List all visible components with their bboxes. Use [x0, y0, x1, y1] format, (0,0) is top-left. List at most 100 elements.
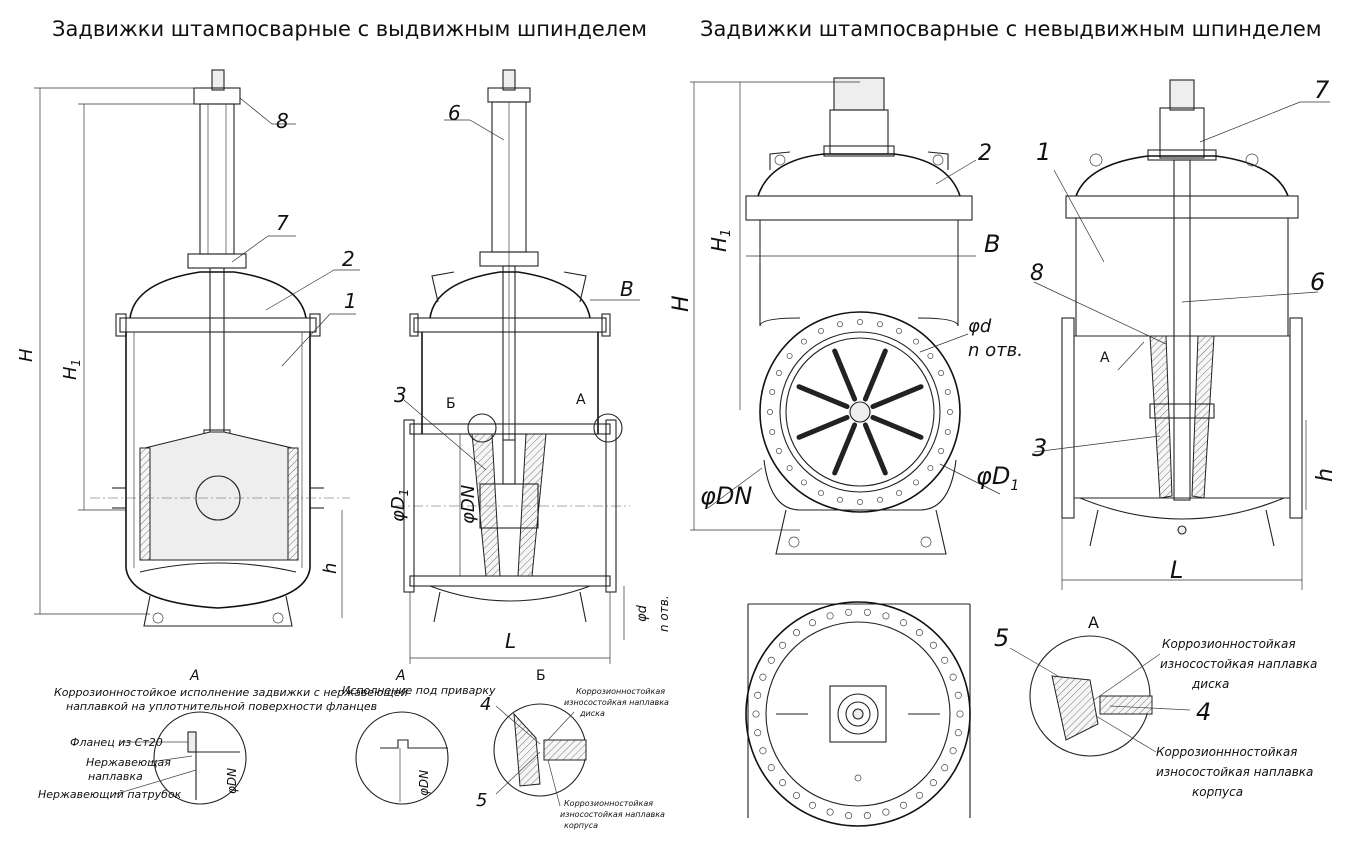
- right-side-view: [1033, 79, 1330, 590]
- left-detail-views: [115, 703, 587, 807]
- bolt-hole: [938, 448, 945, 454]
- detail-a2-label: А: [395, 668, 406, 684]
- bolt-hole: [954, 691, 962, 699]
- bolt-hole: [818, 490, 824, 497]
- bolt-hole: [786, 352, 793, 359]
- bolt-hole: [899, 619, 908, 627]
- gate-disc: [139, 431, 297, 561]
- bolt-hole: [896, 490, 902, 497]
- detail-b-callout-5: 5: [476, 790, 487, 811]
- right-front-callout-2: 2: [978, 141, 992, 166]
- bolt-hole: [929, 641, 937, 649]
- wedge-right: [517, 433, 547, 577]
- bolt-hole: [792, 629, 801, 637]
- right-detail-body-note-1: Коррозионнностойкая: [1156, 745, 1297, 759]
- stem-top: [211, 69, 225, 91]
- callout-2: 2: [342, 247, 355, 271]
- right-section-title: Задвижки штампосварные с невыдвижным шпи…: [700, 17, 1322, 41]
- bolt-hole: [877, 321, 883, 328]
- bolt-hole: [837, 496, 843, 503]
- detail-a2-note: Исполнение под приварку: [342, 684, 496, 697]
- bolt-hole: [947, 409, 953, 415]
- bolt-hole: [769, 429, 776, 435]
- right-side-callout-1: 1: [1036, 138, 1051, 166]
- bolt-hole: [754, 691, 762, 699]
- bolt-hole: [929, 779, 937, 787]
- pipe-label: Нержавеющий патрубок: [38, 788, 182, 801]
- right-detail-callout-4: 4: [1196, 698, 1211, 726]
- right-front-dim-D1: φD1: [976, 462, 1019, 494]
- bolt-hole: [754, 729, 762, 737]
- right-detail-a: [1009, 635, 1191, 757]
- left-section-title: Задвижки штампосварные с выдвижным шпинд…: [52, 17, 647, 41]
- wedge-left: [471, 433, 501, 577]
- detail-a-dn: φDN: [225, 768, 239, 794]
- bolt-hole: [915, 629, 924, 637]
- right-top-view: [745, 601, 971, 827]
- left-side-dim-L: L: [505, 629, 516, 653]
- bolt-hole: [938, 370, 945, 376]
- overlay-label-line2: наплавка: [88, 770, 143, 783]
- left-side-view-a: А: [576, 392, 586, 408]
- bolt-hole: [863, 812, 871, 820]
- bolt-hole: [845, 812, 853, 820]
- body-flange: [119, 317, 317, 333]
- bolt-hole: [896, 327, 902, 334]
- callout-1: 1: [344, 289, 357, 313]
- left-side-dim-DN: φDN: [458, 485, 479, 524]
- detail-a-note-line2: наплавкой на уплотнительной поверхности …: [66, 700, 377, 713]
- detail-a-note-line1: Коррозионностойкое исполнение задвижки с…: [54, 686, 408, 699]
- bolt-hole: [857, 499, 863, 505]
- left-side-dim-d: φd: [635, 604, 650, 622]
- bolt-hole: [775, 370, 782, 376]
- left-side-dim-n: n отв.: [657, 595, 671, 632]
- bolt-hole: [845, 608, 853, 616]
- bolt-hole: [927, 352, 934, 359]
- bolt-hole: [941, 764, 949, 772]
- bolt-hole: [863, 608, 871, 616]
- bolt-hole: [759, 673, 767, 681]
- right-front-dim-H1: H1: [707, 229, 734, 252]
- bolt-hole: [954, 729, 962, 737]
- bolt-hole: [956, 710, 964, 718]
- detail-a-label: А: [189, 668, 200, 684]
- bolt-hole: [818, 327, 824, 334]
- gate-rib: [870, 414, 924, 440]
- bolt-hole: [767, 409, 773, 415]
- bolt-hole: [779, 779, 787, 787]
- bolt-hole: [767, 656, 775, 664]
- bolt-hole: [899, 801, 908, 809]
- right-stem: [1173, 159, 1191, 501]
- detail-b-disc-note-3: диска: [579, 709, 605, 718]
- bolt-hole: [752, 710, 760, 718]
- right-side-dim-L: L: [1170, 556, 1183, 584]
- bolt-hole: [882, 808, 890, 816]
- bolt-hole: [786, 465, 793, 472]
- bolt-hole: [837, 321, 843, 328]
- bolt-hole: [767, 764, 775, 772]
- bolt-hole: [913, 338, 920, 345]
- top-flange-bolts: [752, 608, 964, 820]
- detail-a2-dn: φDN: [417, 770, 431, 796]
- right-front-dim-d: φd: [968, 316, 992, 337]
- detail-b-disc-note-2: износостойкая наплавка: [564, 698, 669, 707]
- bolt-hole: [915, 791, 924, 799]
- bonnet: [129, 271, 307, 319]
- overlay-label-line1: Нержавеющая: [86, 756, 171, 769]
- right-side-dim-h: h: [1313, 468, 1338, 482]
- right-side-view-a: А: [1100, 350, 1110, 366]
- bolt-hole: [949, 747, 957, 755]
- gate-rib: [870, 384, 924, 410]
- left-front-dim-H1: H1: [60, 359, 83, 380]
- gate-ribs: [796, 348, 924, 476]
- bolt-hole: [882, 612, 890, 620]
- gate-rib: [832, 348, 858, 402]
- bolt-hole: [877, 496, 883, 503]
- right-detail-body-note-3: корпуса: [1192, 785, 1243, 799]
- left-side-view-b: Б: [446, 396, 456, 412]
- bolt-hole: [779, 641, 787, 649]
- right-front-dim-DN: φDN: [700, 482, 752, 510]
- gate-rib: [862, 422, 888, 476]
- detail-b-body-note-3: корпуса: [564, 821, 598, 830]
